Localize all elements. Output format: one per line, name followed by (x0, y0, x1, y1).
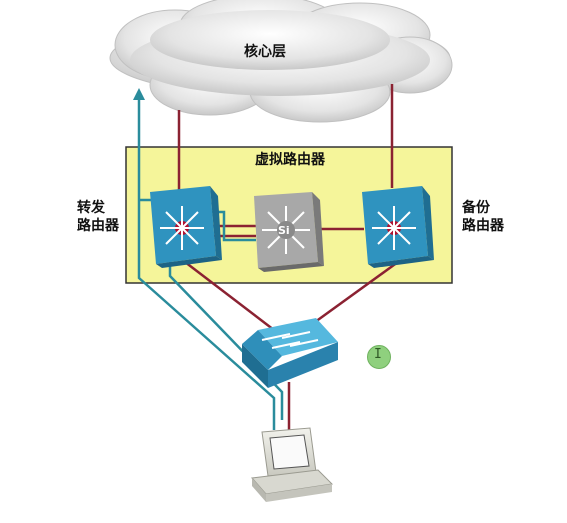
layer3-switch-icon (362, 186, 434, 268)
backup-router (362, 186, 434, 268)
access-switch (242, 318, 338, 388)
client-computer (251, 427, 334, 502)
virtual-router-label: 虚拟路由器 (255, 151, 326, 168)
link-backup-switch (303, 260, 399, 332)
core-layer-label: 核心层 (244, 43, 286, 60)
forwarding-router (150, 186, 222, 268)
forwarding-router-label: 转发 路由器 (77, 199, 119, 235)
teal-path-main (137, 98, 276, 430)
computer-icon (251, 427, 334, 502)
backup-router-label: 备份 路由器 (462, 199, 504, 235)
forwarding-router-label-line1: 转发 路由器 (77, 200, 119, 234)
si-label: Si (278, 224, 290, 237)
si-switch-icon (254, 192, 324, 272)
layer2-switch-icon (242, 318, 338, 388)
core-cloud: 核心层 (109, 0, 453, 123)
link-forwarding-switch (184, 261, 275, 331)
layer3-switch-icon (150, 186, 222, 268)
cloud-icon (109, 0, 453, 123)
text-cursor-icon: I (367, 345, 391, 369)
arrow-up-icon (133, 88, 145, 100)
si-switch: Si (254, 192, 324, 272)
backup-router-label-line1: 备份 路由器 (462, 200, 504, 234)
